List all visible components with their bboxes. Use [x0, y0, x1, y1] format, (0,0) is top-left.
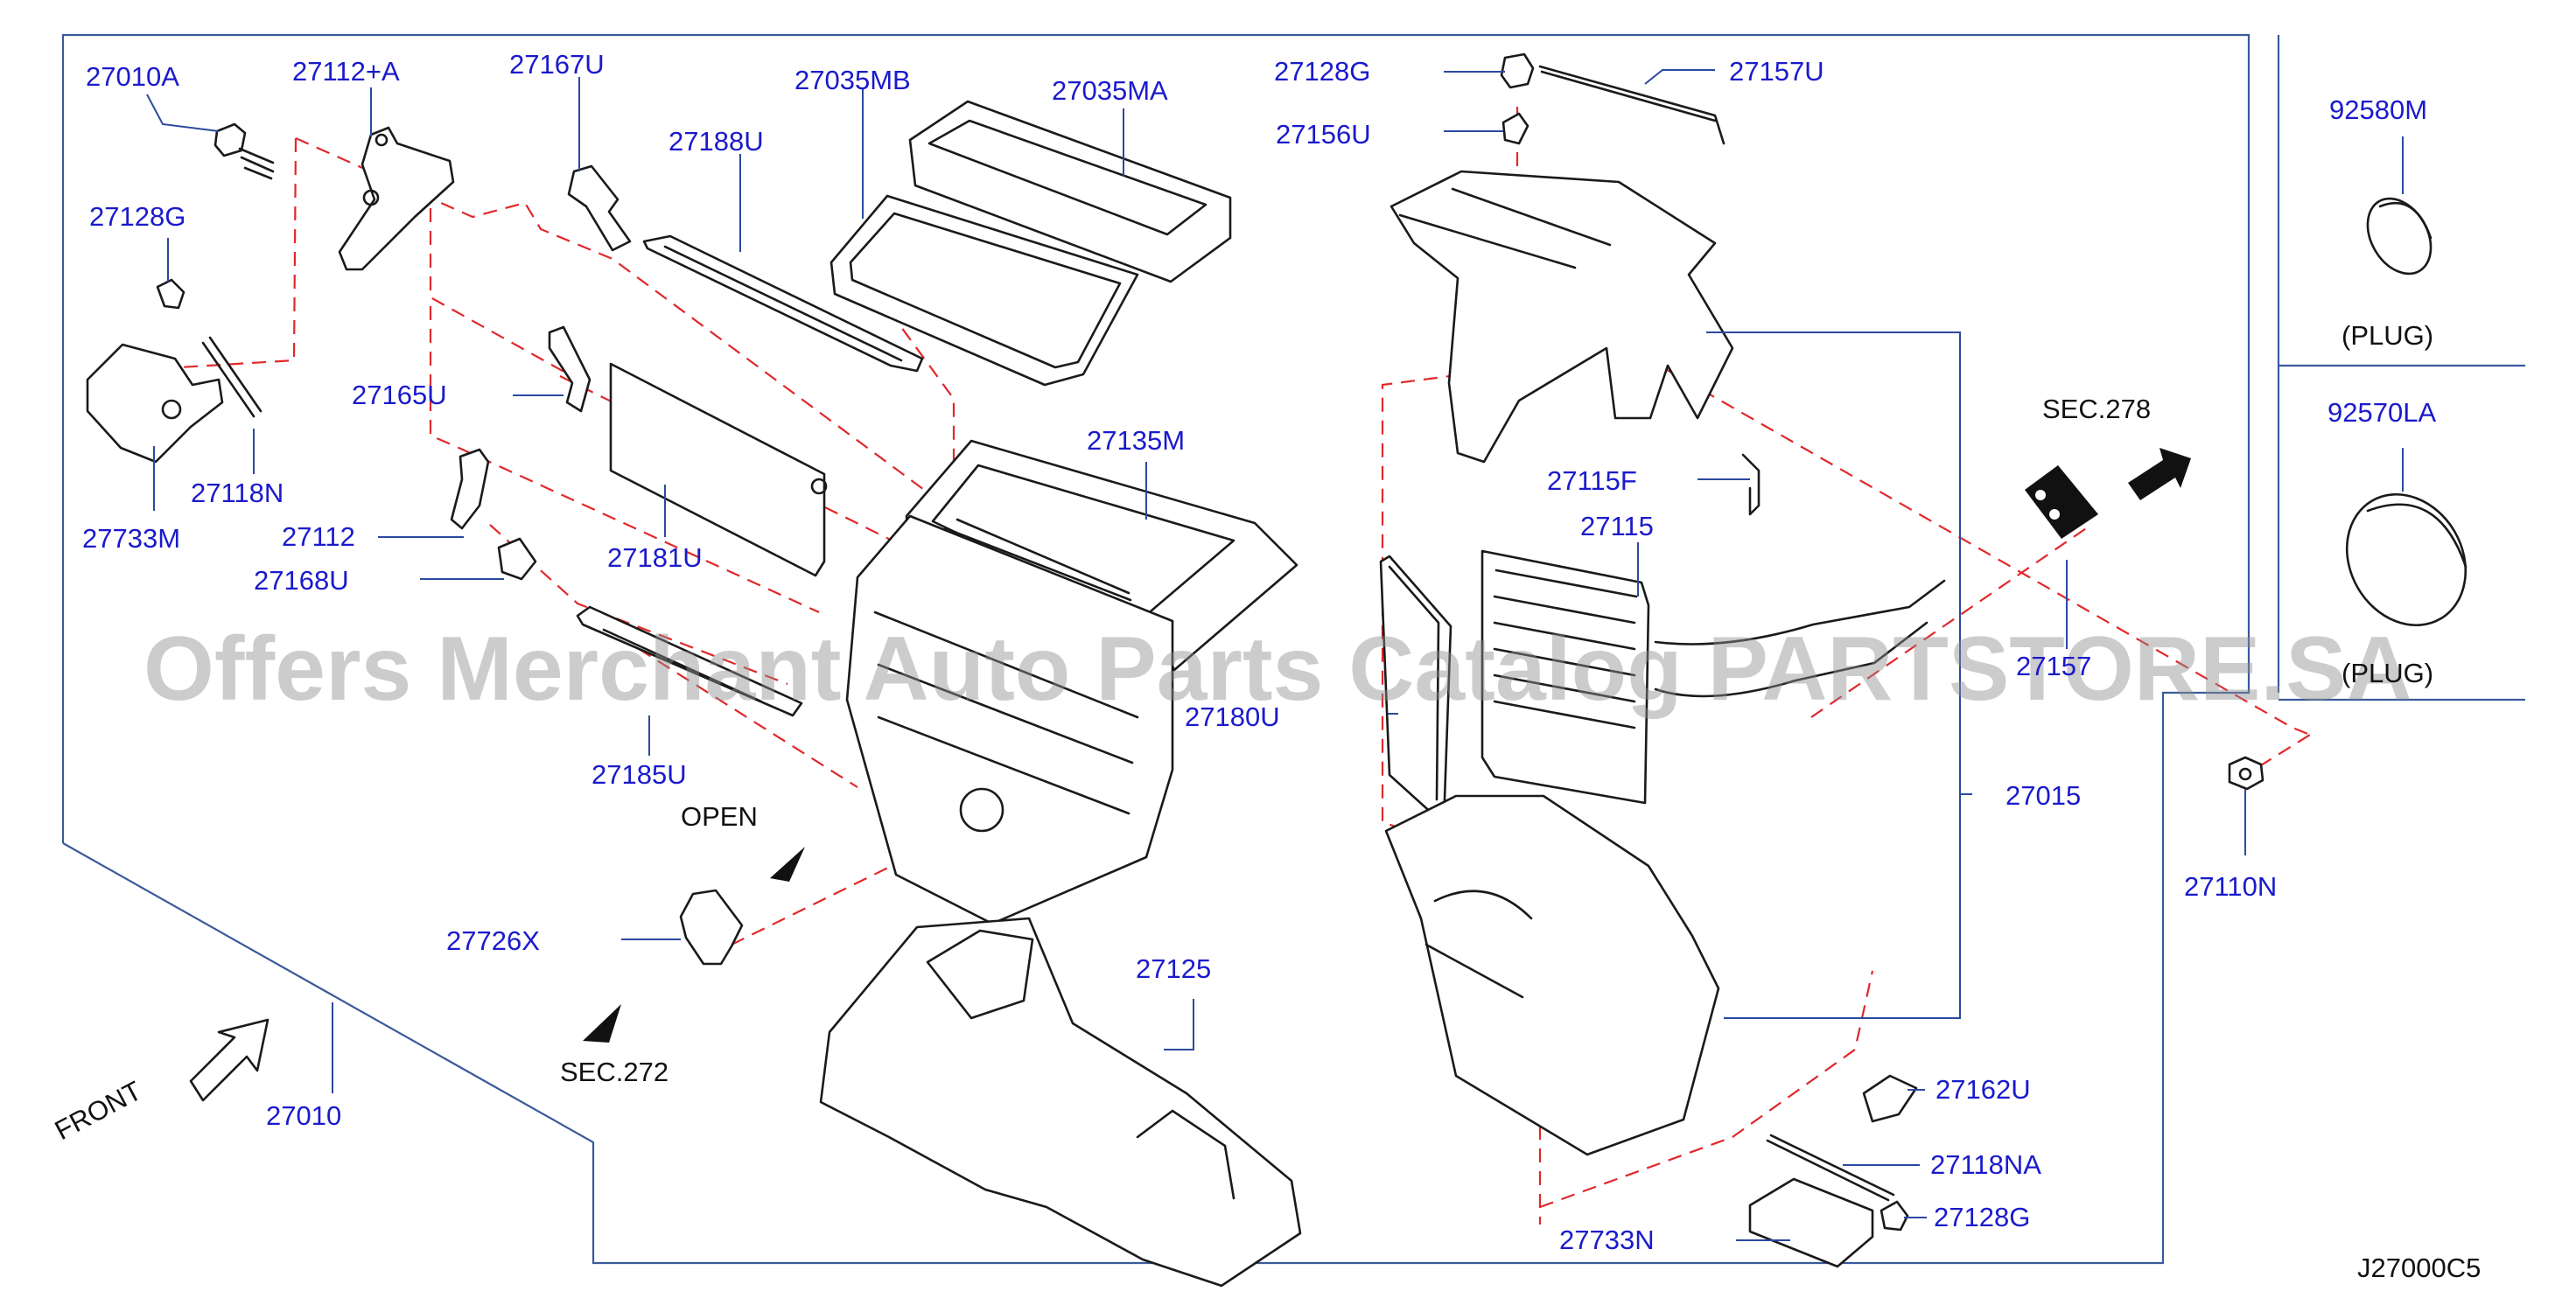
part-lever-27167U — [567, 164, 632, 252]
sec278-arrow-icon — [2128, 448, 2191, 500]
label-27135M[interactable]: 27135M — [1087, 425, 1185, 456]
part-clip-27128G-left — [156, 278, 186, 310]
label-27180U[interactable]: 27180U — [1185, 701, 1280, 732]
label-27157U[interactable]: 27157U — [1729, 56, 1824, 87]
label-27128G-bottom[interactable]: 27128G — [1934, 1202, 2030, 1232]
label-27125[interactable]: 27125 — [1136, 953, 1211, 984]
label-27185U[interactable]: 27185U — [592, 759, 687, 790]
part-shaft-27185U — [576, 605, 803, 717]
front-arrow-icon — [189, 1018, 270, 1102]
part-filter-27035MB — [830, 194, 1139, 387]
part-lever-27162U — [1862, 1074, 1918, 1123]
part-filter-27180U — [1379, 555, 1452, 826]
label-27188U[interactable]: 27188U — [668, 126, 764, 157]
part-clip-27115F — [1741, 453, 1760, 516]
part-sensor-27726X — [679, 889, 744, 966]
part-actuator-27733N — [1748, 1177, 1874, 1268]
part-bolt-27010A — [214, 122, 275, 180]
leader-lines — [146, 69, 2404, 1241]
part-rod-27157U — [1538, 65, 1726, 145]
label-plug-1: (PLUG) — [2342, 320, 2433, 351]
label-27035MB[interactable]: 27035MB — [794, 65, 911, 95]
label-27167U[interactable]: 27167U — [509, 49, 605, 80]
part-actuator-27733M — [86, 343, 224, 464]
label-27168U[interactable]: 27168U — [254, 565, 349, 596]
part-rod-27118NA — [1766, 1134, 1895, 1202]
label-sec272[interactable]: SEC.272 — [560, 1057, 668, 1087]
label-27733M[interactable]: 27733M — [82, 523, 180, 554]
part-gasket-27157 — [2025, 465, 2098, 539]
label-27112A[interactable]: 27112+A — [292, 56, 400, 87]
label-27010[interactable]: 27010 — [266, 1100, 341, 1131]
part-filter-27035MA — [908, 100, 1232, 283]
part-link-27112A — [338, 126, 455, 271]
label-27181U[interactable]: 27181U — [607, 542, 703, 573]
part-core-27115 — [1480, 549, 1946, 805]
label-27128G-left[interactable]: 27128G — [89, 201, 186, 232]
part-clip-27128G-top — [1500, 52, 1535, 89]
label-27010A[interactable]: 27010A — [86, 61, 179, 92]
label-27157[interactable]: 27157 — [2016, 651, 2091, 681]
label-27733N[interactable]: 27733N — [1559, 1225, 1655, 1255]
assembly-frame — [61, 33, 2525, 1265]
label-27165U[interactable]: 27165U — [352, 380, 447, 410]
part-duct-27125 — [819, 917, 1302, 1288]
label-27162U[interactable]: 27162U — [1936, 1074, 2031, 1105]
label-92570LA[interactable]: 92570LA — [2328, 397, 2436, 428]
part-filter-strip-27188U — [642, 234, 924, 373]
label-front: FRONT — [50, 1075, 147, 1146]
label-27112[interactable]: 27112 — [282, 521, 355, 552]
part-nut-27110N — [2228, 756, 2264, 791]
label-27118N[interactable]: 27118N — [191, 478, 284, 508]
label-open: OPEN — [681, 801, 758, 832]
label-27156U[interactable]: 27156U — [1276, 119, 1371, 150]
part-clip-27128G-bottom — [1880, 1200, 1909, 1232]
part-upper-case-27015 — [1390, 170, 1734, 464]
label-27726X[interactable]: 27726X — [446, 925, 540, 956]
open-arrow-icon — [770, 847, 805, 882]
sec272-arrow-icon — [583, 1004, 621, 1043]
label-27115[interactable]: 27115 — [1580, 511, 1654, 541]
part-clip-27156U — [1502, 112, 1530, 145]
label-27115F[interactable]: 27115F — [1547, 465, 1637, 496]
part-lever-27112 — [450, 448, 490, 530]
label-27118NA[interactable]: 27118NA — [1930, 1149, 2041, 1180]
label-92580M[interactable]: 92580M — [2329, 94, 2427, 125]
part-plug-92570LA — [2345, 492, 2468, 627]
label-27035MA[interactable]: 27035MA — [1052, 75, 1168, 106]
label-sec278[interactable]: SEC.278 — [2042, 394, 2151, 424]
part-labels: 27010A 27112+A 27167U 27188U 27035MB 270… — [50, 49, 2481, 1283]
label-27110N[interactable]: 27110N — [2184, 871, 2277, 902]
label-27128G-top[interactable]: 27128G — [1274, 56, 1370, 87]
diagram-ref-code: J27000C5 — [2357, 1253, 2481, 1283]
part-clip-27168U — [497, 537, 537, 581]
direction-symbols — [189, 448, 2191, 1102]
part-rod-27118N — [201, 336, 262, 418]
part-door-27181U — [609, 362, 828, 577]
label-plug-2: (PLUG) — [2342, 658, 2433, 688]
part-lever-27165U — [548, 325, 592, 413]
watermark-text: Offers Merchant Auto Parts Catalog PARTS… — [144, 618, 2412, 720]
part-plug-92580M — [2366, 197, 2432, 276]
label-27015[interactable]: 27015 — [2006, 780, 2081, 811]
part-lower-case-27015 — [1384, 794, 1720, 1156]
part-housing-27135M — [845, 439, 1298, 925]
